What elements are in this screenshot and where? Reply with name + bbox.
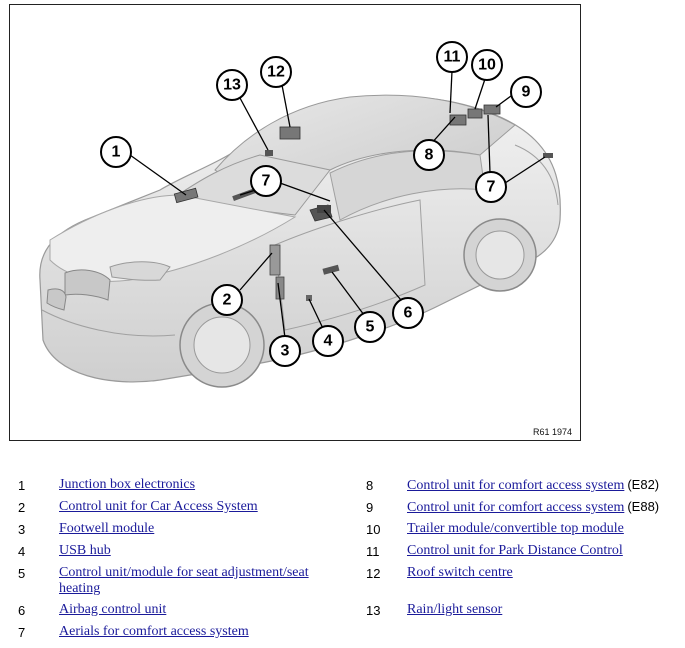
legend-number: 9 (366, 500, 374, 515)
callout-9-label: 9 (522, 84, 531, 101)
callout-5-label: 5 (366, 319, 375, 336)
legend-number: 6 (18, 603, 26, 618)
legend-number: 1 (18, 478, 26, 493)
legend-suffix: (E82) (627, 477, 660, 492)
callout-3: 3 (269, 335, 301, 367)
callout-7-rear-label: 7 (487, 179, 496, 196)
legend-link-car-access-system[interactable]: Control unit for Car Access System (59, 499, 258, 514)
callout-7-rear: 7 (475, 171, 507, 203)
callout-11-label: 11 (444, 49, 461, 66)
legend-number: 4 (18, 544, 26, 559)
legend-link-roof-switch-centre[interactable]: Roof switch centre (407, 565, 513, 580)
legend-suffix: (E88) (627, 499, 660, 514)
callout-13-label: 13 (223, 77, 241, 94)
figure-frame: 1 2 3 4 5 6 7 7 (9, 4, 581, 441)
callout-10: 10 (471, 49, 503, 81)
callout-7-front-label: 7 (262, 173, 271, 190)
callout-13: 13 (216, 69, 248, 101)
legend-link-rain-light-sensor[interactable]: Rain/light sensor (407, 602, 503, 617)
legend-number: 7 (18, 625, 26, 640)
legend-number: 5 (18, 566, 26, 581)
legend-number: 8 (366, 478, 374, 493)
figure-reference: R61 1974 (532, 427, 572, 437)
callout-7-front: 7 (250, 165, 282, 197)
callout-12-label: 12 (267, 64, 285, 81)
callout-4-label: 4 (324, 333, 333, 350)
callout-4: 4 (312, 325, 344, 357)
legend-link-comfort-access-e82[interactable]: Control unit for comfort access system (407, 478, 625, 493)
callout-12: 12 (260, 56, 292, 88)
legend-number: 12 (366, 566, 381, 581)
legend-link-aerials[interactable]: Aerials for comfort access system (59, 624, 249, 639)
callout-2: 2 (211, 284, 243, 316)
legend-link-trailer-module[interactable]: Trailer module/convertible top module (407, 521, 624, 536)
legend-number: 10 (366, 522, 381, 537)
callout-6: 6 (392, 297, 424, 329)
legend-number: 13 (366, 603, 381, 618)
callout-5: 5 (354, 311, 386, 343)
callout-2-label: 2 (223, 292, 232, 309)
legend-link-park-distance-control[interactable]: Control unit for Park Distance Control (407, 543, 623, 558)
legend-number: 3 (18, 522, 26, 537)
callout-8: 8 (413, 139, 445, 171)
car-illustration: 1 2 3 4 5 6 7 7 (39, 41, 561, 388)
legend-link-usb-hub[interactable]: USB hub (59, 543, 111, 558)
callout-1: 1 (100, 136, 132, 168)
callout-9: 9 (510, 76, 542, 108)
callout-10-label: 10 (478, 57, 496, 74)
legend-link-seat-adjustment[interactable]: Control unit/module for seat adjustment/… (59, 565, 309, 596)
legend-number: 2 (18, 500, 26, 515)
legend: 1 Junction box electronics 2 Control uni… (0, 470, 685, 648)
legend-link-comfort-access-e88[interactable]: Control unit for comfort access system (407, 500, 625, 515)
callout-1-label: 1 (112, 144, 121, 161)
legend-link-airbag-control-unit[interactable]: Airbag control unit (59, 602, 167, 617)
legend-number: 11 (366, 544, 380, 559)
callout-11: 11 (436, 41, 468, 73)
callout-6-label: 6 (404, 305, 413, 322)
callout-8-label: 8 (425, 147, 434, 164)
legend-link-footwell-module[interactable]: Footwell module (59, 521, 155, 536)
callout-3-label: 3 (281, 343, 290, 360)
legend-link-junction-box[interactable]: Junction box electronics (59, 477, 196, 492)
